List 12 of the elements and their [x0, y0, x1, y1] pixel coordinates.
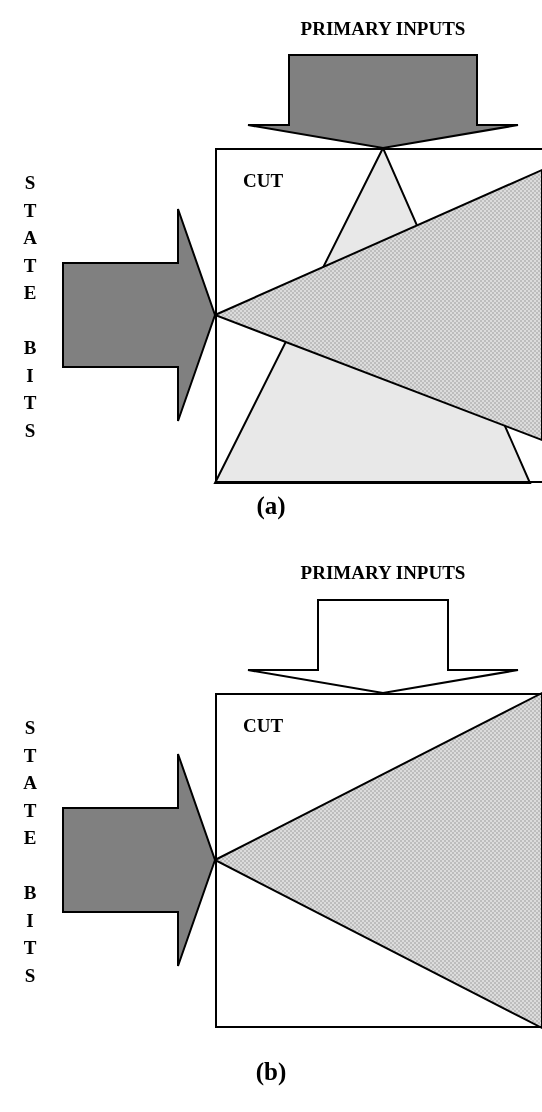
block-arrow — [62, 208, 217, 422]
input-label: PRIMARY INPUTS — [300, 562, 466, 584]
block-arrow — [247, 54, 519, 149]
block-arrow — [247, 599, 519, 694]
panel-caption: (b) — [255, 1058, 287, 1086]
panel-caption: (a) — [256, 492, 286, 520]
block-arrow — [62, 753, 217, 967]
vertical-label: STATE BITS — [22, 717, 38, 988]
input-label: PRIMARY INPUTS — [300, 18, 466, 40]
box-title: CUT — [243, 170, 284, 192]
vertical-label: STATE BITS — [22, 172, 38, 443]
box-title: CUT — [243, 715, 284, 737]
